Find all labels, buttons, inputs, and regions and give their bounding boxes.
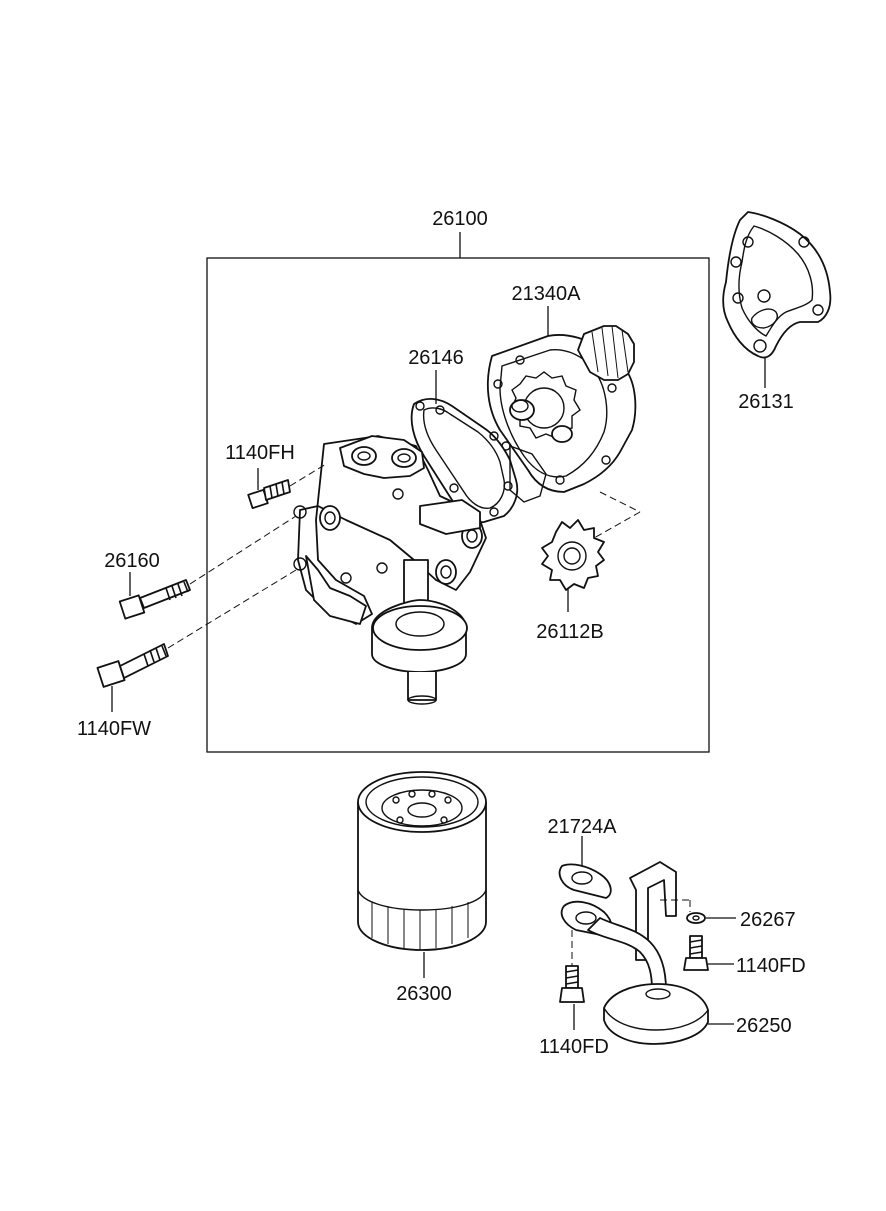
- label-1140FH: 1140FH: [225, 442, 295, 464]
- pump-cover-21340A[interactable]: [486, 306, 637, 493]
- label-1140FW: 1140FW: [77, 718, 151, 740]
- label-26160: 26160: [104, 550, 160, 572]
- label-26131: 26131: [738, 391, 794, 413]
- bolt-1140FD-right[interactable]: [683, 935, 734, 971]
- label-26267: 26267: [740, 909, 796, 931]
- label-21724A: 21724A: [548, 816, 618, 838]
- label-26112B: 26112B: [536, 621, 603, 643]
- oil-pump-body[interactable]: [293, 435, 487, 705]
- gear-26112B[interactable]: [541, 491, 641, 612]
- bolt-26160[interactable]: [118, 515, 297, 620]
- label-26100: 26100: [432, 208, 488, 230]
- label-26250: 26250: [736, 1015, 792, 1037]
- assembly-frame: [206, 232, 710, 753]
- label-26300: 26300: [396, 983, 452, 1005]
- label-1140FD-right: 1140FD: [736, 955, 806, 977]
- oil-filter-26300[interactable]: [357, 771, 487, 978]
- label-1140FD-bottom: 1140FD: [539, 1036, 609, 1058]
- bolt-1140FD-bottom[interactable]: [559, 930, 585, 1030]
- bolt-1140FH[interactable]: [247, 463, 327, 510]
- strainer-gasket-21724A[interactable]: [558, 836, 612, 899]
- gasket-26146[interactable]: [410, 370, 547, 524]
- oil-strainer-26250[interactable]: [560, 861, 734, 1045]
- part-labels: 26100 21340A 26146 26131 1140FH 26160 11…: [77, 208, 806, 1058]
- label-21340A: 21340A: [512, 283, 582, 305]
- label-26146: 26146: [408, 347, 464, 369]
- gasket-26131[interactable]: [722, 211, 832, 388]
- bolt-1140FW[interactable]: [96, 569, 297, 712]
- washer-26267[interactable]: [660, 899, 736, 924]
